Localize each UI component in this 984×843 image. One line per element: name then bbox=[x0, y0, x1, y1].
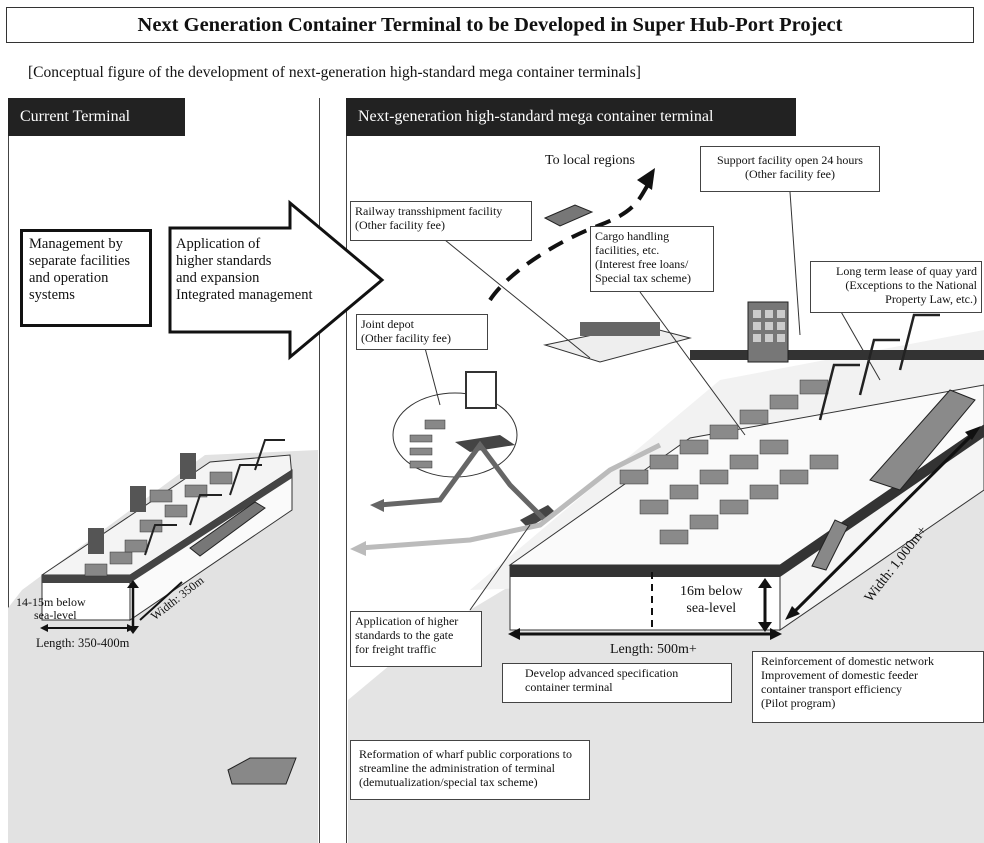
page-title: Next Generation Container Terminal to be… bbox=[6, 7, 974, 43]
to-local-regions-label: To local regions bbox=[545, 153, 635, 168]
truck-route-dark bbox=[379, 440, 547, 522]
current-terminal-header: Current Terminal bbox=[8, 98, 185, 136]
support-facility-box: Support facility open 24 hours (Other fa… bbox=[700, 146, 880, 192]
integration-arrow bbox=[168, 199, 385, 361]
depot-callout-line bbox=[424, 347, 441, 406]
gate-freight-box: Application of higher standards to the g… bbox=[350, 611, 482, 667]
develop-terminal-box: Develop advanced specification container… bbox=[502, 663, 732, 703]
arrow-text: Application of higher standards and expa… bbox=[176, 236, 313, 303]
main-gate bbox=[520, 505, 555, 528]
gate-callout-line bbox=[469, 524, 531, 611]
railway-callout-line bbox=[444, 239, 591, 359]
management-box: Management by separate facilities and op… bbox=[20, 229, 152, 327]
mega-container-ship bbox=[869, 389, 976, 491]
joint-depot-box: Joint depot (Other facility fee) bbox=[356, 314, 488, 350]
domestic-network-box: Reinforcement of domestic network Improv… bbox=[752, 651, 984, 723]
current-depth-label: 14-15m below sea-level bbox=[16, 595, 86, 622]
gate-structure bbox=[455, 435, 515, 452]
next-gen-terminal-header: Next-generation high-standard mega conta… bbox=[346, 98, 796, 136]
lease-callout-line bbox=[839, 309, 881, 381]
support-callout-line bbox=[789, 191, 801, 336]
current-length-label: Length: 350-400m bbox=[36, 636, 130, 650]
next-gen-depth-label: 16m below sea-level bbox=[680, 584, 743, 616]
feeder-ship bbox=[811, 519, 849, 571]
figure-subtitle: [Conceptual figure of the development of… bbox=[28, 64, 641, 81]
current-ship bbox=[189, 501, 266, 557]
small-ship-icon bbox=[227, 757, 297, 785]
cargo-callout-line bbox=[639, 291, 746, 436]
truck-route-light bbox=[359, 442, 662, 551]
joint-depot-building bbox=[465, 371, 497, 409]
next-gen-length-label: Length: 500m+ bbox=[610, 642, 697, 657]
next-gen-terminal-model bbox=[508, 301, 984, 640]
current-terminal-model bbox=[40, 439, 293, 634]
long-term-lease-box: Long term lease of quay yard (Exceptions… bbox=[810, 261, 982, 313]
cargo-handling-box: Cargo handling facilities, etc. (Interes… bbox=[590, 226, 714, 292]
railway-facility-box: Railway transshipment facility (Other fa… bbox=[350, 201, 532, 241]
current-terminal-panel bbox=[8, 98, 320, 843]
reformation-box: Reformation of wharf public corporations… bbox=[350, 740, 590, 800]
next-gen-terminal-panel bbox=[346, 98, 984, 843]
rail-route-dashed bbox=[488, 180, 652, 302]
rail-car bbox=[543, 204, 594, 227]
